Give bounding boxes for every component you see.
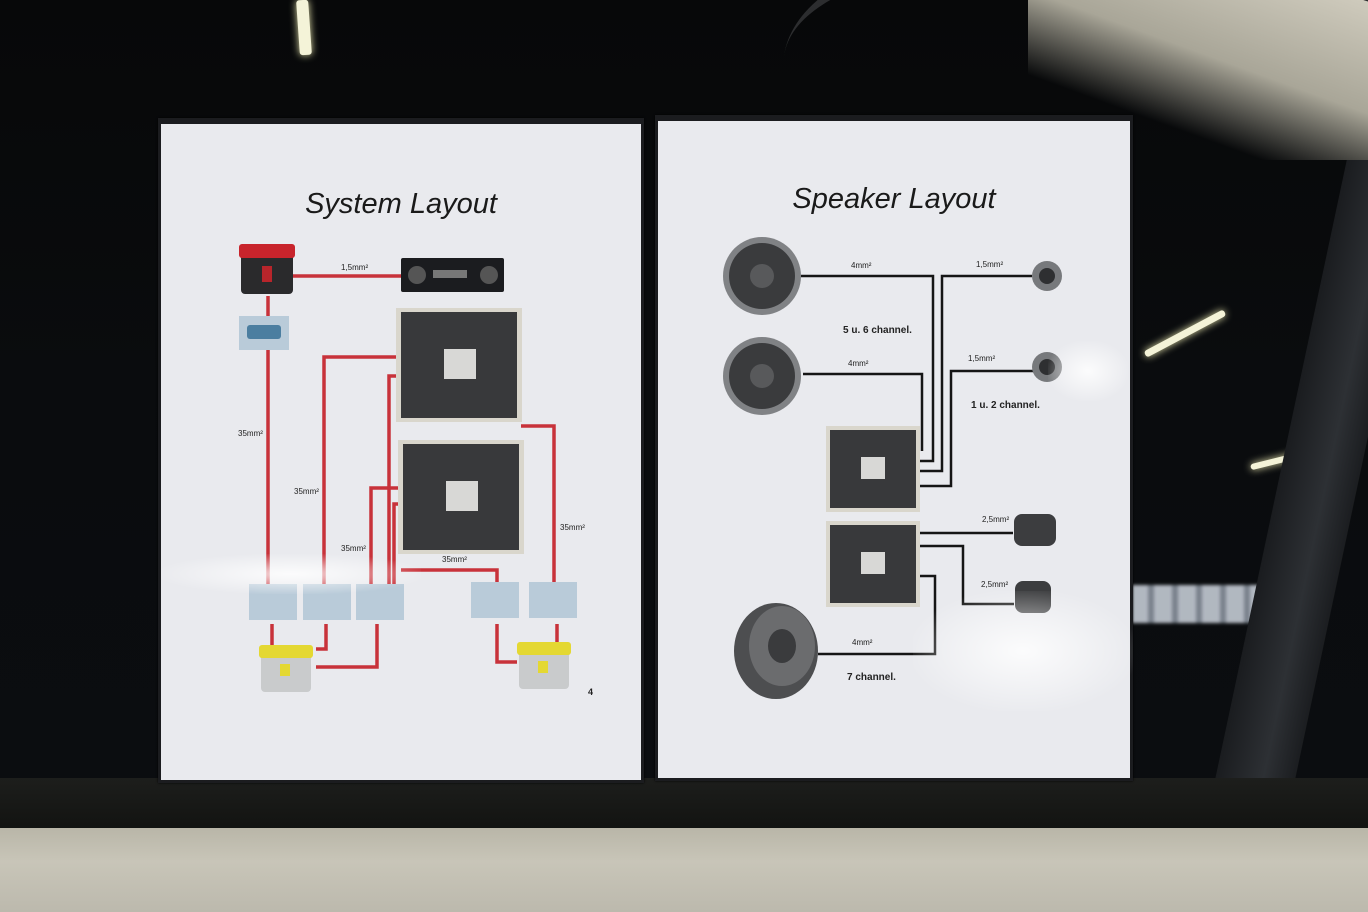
speaker-layout-sheet: Speaker Layout bbox=[655, 115, 1133, 781]
system-layout-sheet: System Layout bbox=[158, 118, 644, 783]
wire-amp1-bottom bbox=[387, 374, 399, 584]
wire-mid1 bbox=[801, 274, 935, 463]
battery-yellow-icon bbox=[259, 645, 313, 692]
amplifier-icon bbox=[826, 521, 920, 607]
subwoofer-icon bbox=[734, 603, 818, 699]
distant-windows bbox=[1130, 585, 1260, 623]
battery-yellow-icon bbox=[517, 642, 571, 689]
fuse-block-icon bbox=[239, 316, 289, 350]
channel-label-midrange: 5 u. 6 channel. bbox=[843, 325, 912, 336]
woofer-icon bbox=[723, 337, 801, 415]
fuse-block-icon bbox=[249, 584, 297, 620]
speaker-layout-title: Speaker Layout bbox=[792, 183, 996, 215]
amplifier-icon bbox=[826, 426, 920, 512]
wire-bat2 bbox=[495, 624, 517, 664]
woofer-icon bbox=[723, 237, 801, 315]
battery-red-icon bbox=[239, 244, 295, 294]
amplifier-icon bbox=[396, 308, 522, 422]
wire-mid2 bbox=[803, 372, 924, 451]
speaker-icon bbox=[1014, 514, 1056, 546]
head-unit-icon bbox=[401, 258, 504, 292]
wire-mid-left bbox=[322, 355, 399, 584]
channel-label-subwoofer: 7 channel. bbox=[847, 672, 896, 683]
fuse-block-icon bbox=[529, 582, 577, 618]
wire-amp2-left bbox=[369, 486, 401, 584]
system-layout-title: System Layout bbox=[305, 188, 497, 220]
channel-label-tweeters: 1 u. 2 channel. bbox=[971, 400, 1040, 411]
wire-label-main-left: 35mm² bbox=[238, 429, 263, 438]
distribution-blocks bbox=[249, 582, 577, 620]
fuse-block-icon bbox=[356, 584, 404, 620]
page-number: 4 bbox=[588, 687, 594, 697]
wire-label-mid1: 4mm² bbox=[851, 261, 872, 270]
power-wiring bbox=[239, 244, 577, 692]
wire-label-tweeter2: 1,5mm² bbox=[968, 354, 996, 363]
wire-tweeter1 bbox=[920, 274, 1032, 473]
fuse-block-icon bbox=[471, 582, 519, 618]
car-door-panel bbox=[0, 828, 1368, 912]
window-sill bbox=[0, 778, 1368, 830]
fuse-block-icon bbox=[303, 584, 351, 620]
wire-bat1-c bbox=[316, 624, 379, 669]
wire-label-head-unit: 1,5mm² bbox=[341, 263, 369, 272]
wire-label-amp2-bottom: 35mm² bbox=[442, 555, 467, 564]
wire-label-mid-left: 35mm² bbox=[294, 487, 319, 496]
wire-bat1-b bbox=[316, 624, 328, 651]
wire-label-sub: 4mm² bbox=[852, 638, 873, 647]
tweeter-icon bbox=[1032, 261, 1062, 291]
tweeter-icon bbox=[1032, 352, 1062, 382]
wire-label-rear1: 2,5mm² bbox=[982, 515, 1010, 524]
wire-label-mid2: 4mm² bbox=[848, 359, 869, 368]
wire-label-amp2-left: 35mm² bbox=[341, 544, 366, 553]
speaker-wiring bbox=[723, 237, 1062, 699]
amplifier-icon bbox=[398, 440, 524, 554]
wire-amp1-right bbox=[521, 424, 556, 589]
wire-label-right-side: 35mm² bbox=[560, 523, 585, 532]
wire-label-tweeter1: 1,5mm² bbox=[976, 260, 1004, 269]
wire-label-rear2: 2,5mm² bbox=[981, 580, 1009, 589]
speaker-icon bbox=[1015, 581, 1051, 613]
wire-tweeter2 bbox=[920, 369, 1033, 488]
